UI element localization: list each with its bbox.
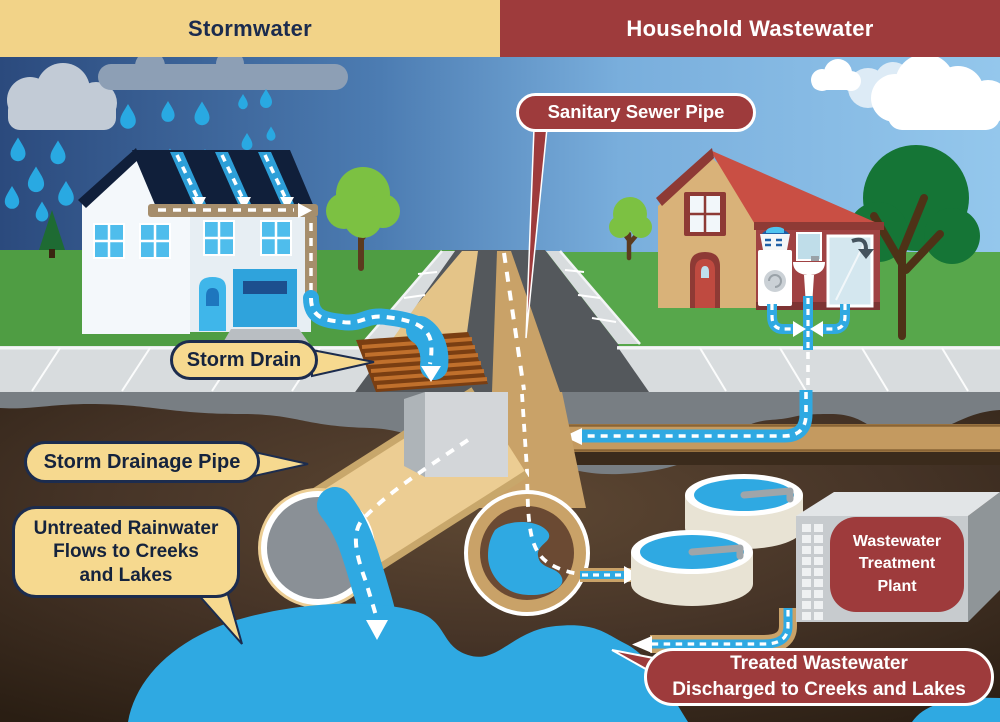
clarifier-tanks bbox=[631, 474, 803, 606]
windows bbox=[93, 220, 292, 259]
garage-door bbox=[233, 269, 297, 327]
left-house bbox=[78, 148, 318, 346]
header-wastewater: Household Wastewater bbox=[500, 0, 1000, 57]
callout-text-line: Treatment bbox=[858, 555, 936, 573]
callout-text-line: Treated Wastewater bbox=[730, 653, 908, 675]
white-clouds-icon bbox=[811, 54, 1000, 130]
callout-untreated-rainwater: Untreated Rainwater Flows to Creeks and … bbox=[12, 506, 240, 598]
callout-text-line: and Lakes bbox=[79, 564, 173, 586]
tree-small-right-icon bbox=[609, 197, 652, 261]
callout-text-line: Wastewater bbox=[852, 532, 942, 550]
flow-arrow-icon bbox=[564, 428, 582, 445]
callout-text-line: Discharged to Creeks and Lakes bbox=[672, 679, 966, 700]
pine-tree-icon bbox=[39, 210, 65, 258]
callout-sanitary-sewer-pipe: Sanitary Sewer Pipe bbox=[516, 93, 756, 132]
callout-text: Sanitary Sewer Pipe bbox=[547, 101, 725, 123]
callout-pointers bbox=[194, 127, 679, 689]
shower-icon bbox=[826, 234, 874, 308]
callout-text-line: Plant bbox=[877, 577, 917, 595]
sewer-lateral-pipe bbox=[548, 390, 1000, 465]
flow-arrow-icon bbox=[421, 366, 441, 382]
plant-vent-grid bbox=[802, 524, 823, 620]
right-house bbox=[656, 148, 884, 390]
callout-wastewater-treatment-plant: Wastewater Treatment Plant bbox=[830, 517, 964, 612]
washing-machine-icon bbox=[758, 226, 792, 306]
untreated-flow-arrow bbox=[353, 438, 470, 640]
storm-drain-structure bbox=[303, 290, 508, 477]
callout-text: Storm Drainage Pipe bbox=[43, 450, 241, 473]
flow-arrow-icon bbox=[632, 636, 652, 653]
clarifier-lower bbox=[631, 530, 753, 606]
roof-flow-arrows-icon bbox=[192, 197, 294, 210]
callout-storm-drain: Storm Drain bbox=[170, 340, 318, 380]
callout-text-line: Flows to Creeks bbox=[53, 541, 199, 563]
callout-text-line: Untreated Rainwater bbox=[33, 518, 219, 540]
creek-lake-water bbox=[128, 603, 1000, 722]
tree-left-icon bbox=[326, 167, 400, 271]
callout-treated-wastewater: Treated Wastewater Discharged to Creeks … bbox=[644, 648, 994, 706]
storm-clouds-icon bbox=[7, 50, 348, 130]
header-stormwater-label: Stormwater bbox=[187, 15, 313, 41]
discharge-pipe bbox=[632, 608, 797, 653]
header-wastewater-label: Household Wastewater bbox=[626, 15, 874, 41]
callout-text: Storm Drain bbox=[186, 348, 302, 371]
sanitary-sewer-main bbox=[464, 392, 640, 616]
header-stormwater: Stormwater bbox=[0, 0, 500, 57]
red-roof bbox=[710, 150, 884, 226]
callout-storm-drainage-pipe: Storm Drainage Pipe bbox=[24, 441, 260, 483]
household-drain-pipes bbox=[767, 296, 850, 390]
